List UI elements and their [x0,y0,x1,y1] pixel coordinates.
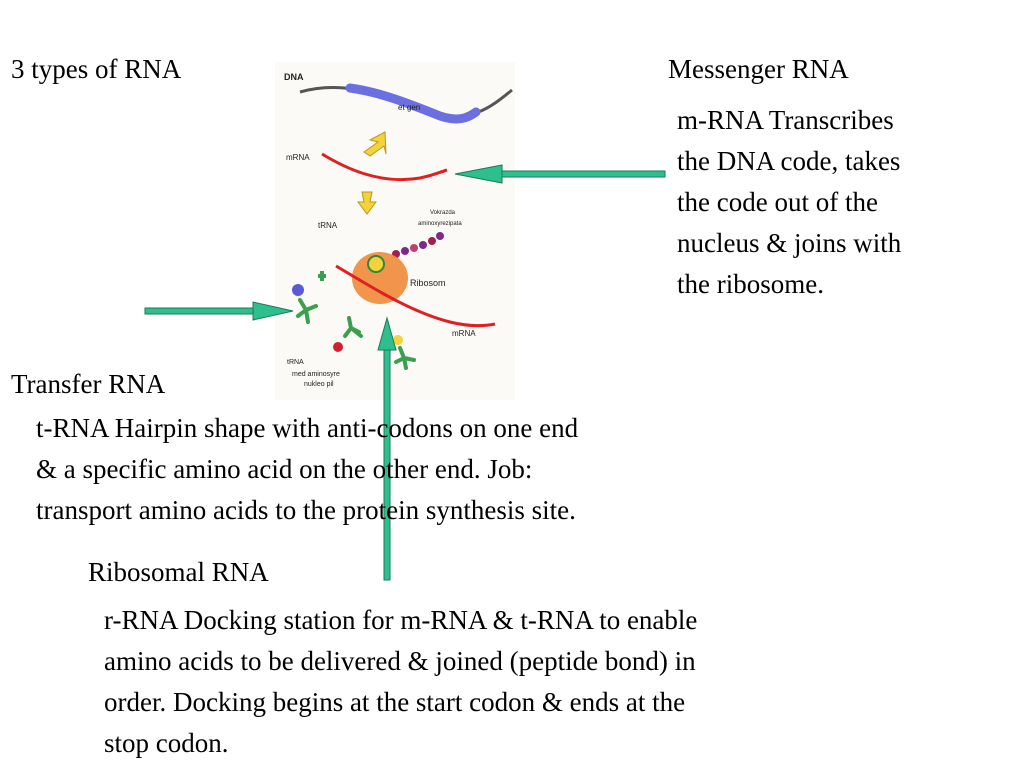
ribosomal-rna-pointer-arrow [377,316,397,581]
description-line: r-RNA Docking station for m-RNA & t-RNA … [104,605,698,635]
transfer-rna-pointer-arrow [144,301,294,321]
mrna-strand-top [321,152,448,182]
mrna-label-bottom: mRNA [452,329,476,338]
trna-molecule-3 [333,316,363,352]
description-line: the code out of the [677,187,878,217]
messenger-rna-description: m-RNA Transcribes the DNA code, takes th… [677,100,997,305]
description-line: the DNA code, takes [677,146,901,176]
mrna-label-top: mRNA [286,153,310,162]
messenger-rna-heading: Messenger RNA [668,54,849,84]
mrna-strand-bottom [335,264,496,328]
ribosome-trna-head [367,255,385,273]
description-line: & a specific amino acid on the other end… [36,454,533,484]
bottom-caption-1: med aminosyre [292,371,340,378]
description-line: amino acids to be delivered & joined (pe… [104,646,696,676]
description-line: m-RNA Transcribes [677,105,894,135]
description-line: stop codon. [104,728,229,758]
trna-molecule-1 [292,284,318,324]
amino-chain-label-2: aminoxyrezipata [418,221,462,227]
translation-arrow-icon [357,191,377,215]
dna-label: DNA [284,72,304,82]
trna-label-top: tRNA [318,221,338,230]
transfer-rna-heading: Transfer RNA [11,369,166,399]
transfer-rna-description: t-RNA Hairpin shape with anti-codons on … [36,408,756,531]
bottom-caption-2: nukleo pil [304,381,334,388]
ribosomal-rna-heading: Ribosomal RNA [88,557,269,587]
transcription-arrow-icon [363,131,387,157]
description-line: transport amino acids to the protein syn… [36,495,576,525]
gene-segment [345,83,481,124]
trna-molecule-2 [318,271,326,281]
ribosomal-rna-description: r-RNA Docking station for m-RNA & t-RNA … [104,600,904,764]
ribosome-shape [352,252,408,304]
trna-molecule-4 [393,335,416,370]
description-line: order. Docking begins at the start codon… [104,687,686,717]
gene-label: et gen [398,103,420,112]
slide-title: 3 types of RNA [11,54,182,84]
messenger-rna-pointer-arrow [454,164,666,184]
amino-chain-label-1: Vokrazda [430,210,456,216]
description-line: the ribosome. [677,269,824,299]
description-line: nucleus & joins with [677,228,902,258]
ribosome-label: Ribosom [410,278,446,288]
description-line: t-RNA Hairpin shape with anti-codons on … [36,413,579,443]
trna-label-bottom: tRNA [287,359,304,366]
